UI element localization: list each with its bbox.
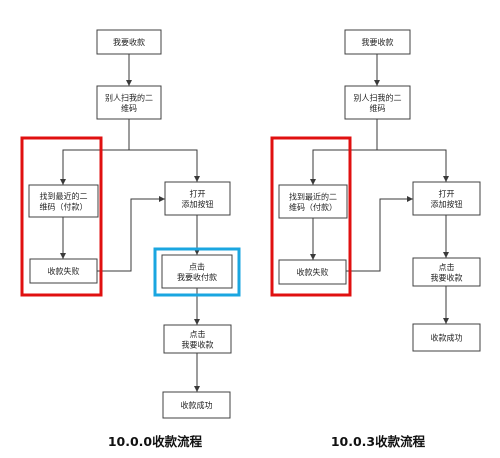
d2-node-find-code-label-2: 维码（付款） [289,202,337,212]
d2-edge-split-open [377,149,447,182]
d2-red-highlight-frame [270,136,352,297]
d2-edge-fail-open-arrowhead [407,196,413,202]
d1-node-click-pay-label-2: 我要收付款 [177,272,217,282]
d2-node-scanned-box [344,85,411,120]
d2-node-click-receive-label-1: 点击 [439,262,455,272]
d1-blue-highlight-frame [153,247,241,297]
d2-node-start-box [344,29,411,55]
d1-node-start-box [96,29,162,55]
d1-node-find-code-label-2: 维码（付款） [40,201,88,211]
d1-node-find-code-box [28,184,99,218]
d2-node-fail-label-1: 收款失败 [297,267,329,277]
d2-edge-find-fail-arrowhead [310,254,316,260]
d2-edge-receive-success-arrowhead [443,318,449,324]
d2-node-success: 收款成功 [412,323,481,352]
d2-node-open-add-label-1: 打开 [439,188,455,198]
d2-edge-split-open-arrowhead [443,176,449,182]
d2-edge-split-find [312,149,377,185]
d1-edge-receive-success-arrowhead [194,386,200,392]
d1-node-click-receive-box [163,324,232,354]
d2-node-success-label-1: 收款成功 [431,333,463,343]
d1-edge-split-open-arrowhead [194,176,200,182]
d1-edge-find-fail-arrowhead [60,253,66,259]
d1-node-fail-label-1: 收款失败 [48,266,80,276]
d1-node-fail: 收款失败 [29,258,98,284]
d2-node-scanned-label-2: 维码 [370,103,386,113]
d1-node-start-label-1: 我要收款 [113,37,145,47]
d1-node-start: 我要收款 [96,29,162,55]
d1-node-click-receive-label-1: 点击 [190,329,206,339]
d1-edge-pay-receive-arrowhead [194,319,200,325]
d1-node-scanned-box [96,85,162,120]
d2-node-click-receive-box [412,257,481,287]
diagram-caption-10-0-3: 10.0.3收款流程 [331,434,426,449]
d1-edge-fail-open-arrowhead [159,196,165,202]
d1-node-click-pay-label-1: 点击 [189,261,205,271]
d2-node-start: 我要收款 [344,29,411,55]
d2-node-success-box [412,323,481,352]
d1-node-open-add-box [164,181,231,216]
d2-node-fail-box [278,259,347,285]
d2-node-scanned-label-1: 别人扫我的二 [354,92,402,102]
diagram-caption-10-0-0: 10.0.0收款流程 [108,434,203,449]
d1-red-highlight-frame [20,136,103,297]
d1-edge-split-find [62,149,129,185]
d1-edge-split-open [129,149,198,182]
highlight-frames [20,136,352,297]
d1-node-click-receive-label-2: 我要收款 [182,339,214,349]
flow-nodes: 我要收款别人扫我的二维码找到最近的二维码（付款）收款失败打开添加按钮点击我要收付… [28,29,481,419]
d1-node-open-add-label-2: 添加按钮 [182,199,214,209]
d2-edge-split-find-arrowhead [310,179,316,185]
d2-node-find-code-label-1: 找到最近的二 [289,191,337,201]
d1-node-scanned-label-2: 维码 [121,103,137,113]
d2-edge-start-scanned-arrowhead [374,80,380,86]
d1-node-fail-box [29,258,98,284]
d2-edge-open-receive-arrowhead [443,252,449,258]
d2-node-start-label-1: 我要收款 [362,37,394,47]
d1-node-open-add-label-1: 打开 [190,188,206,198]
d2-node-fail: 收款失败 [278,259,347,285]
d2-edge-fail-open [346,198,413,272]
d2-node-find-code-box [278,184,348,219]
d1-edge-start-scanned-arrowhead [126,80,132,86]
d1-edge-split-find-arrowhead [60,179,66,185]
d1-node-success-label-1: 收款成功 [181,400,213,410]
d2-node-click-receive-label-2: 我要收款 [431,272,463,282]
d1-node-click-pay-box [161,254,233,289]
d1-edge-fail-open [97,198,165,272]
d1-node-success: 收款成功 [162,391,231,419]
d1-node-scanned-label-1: 别人扫我的二 [105,92,153,102]
d1-node-find-code-label-1: 找到最近的二 [40,191,88,201]
d2-node-open-add-box [412,181,481,216]
d1-node-success-box [162,391,231,419]
d2-node-open-add-label-2: 添加按钮 [431,199,463,209]
